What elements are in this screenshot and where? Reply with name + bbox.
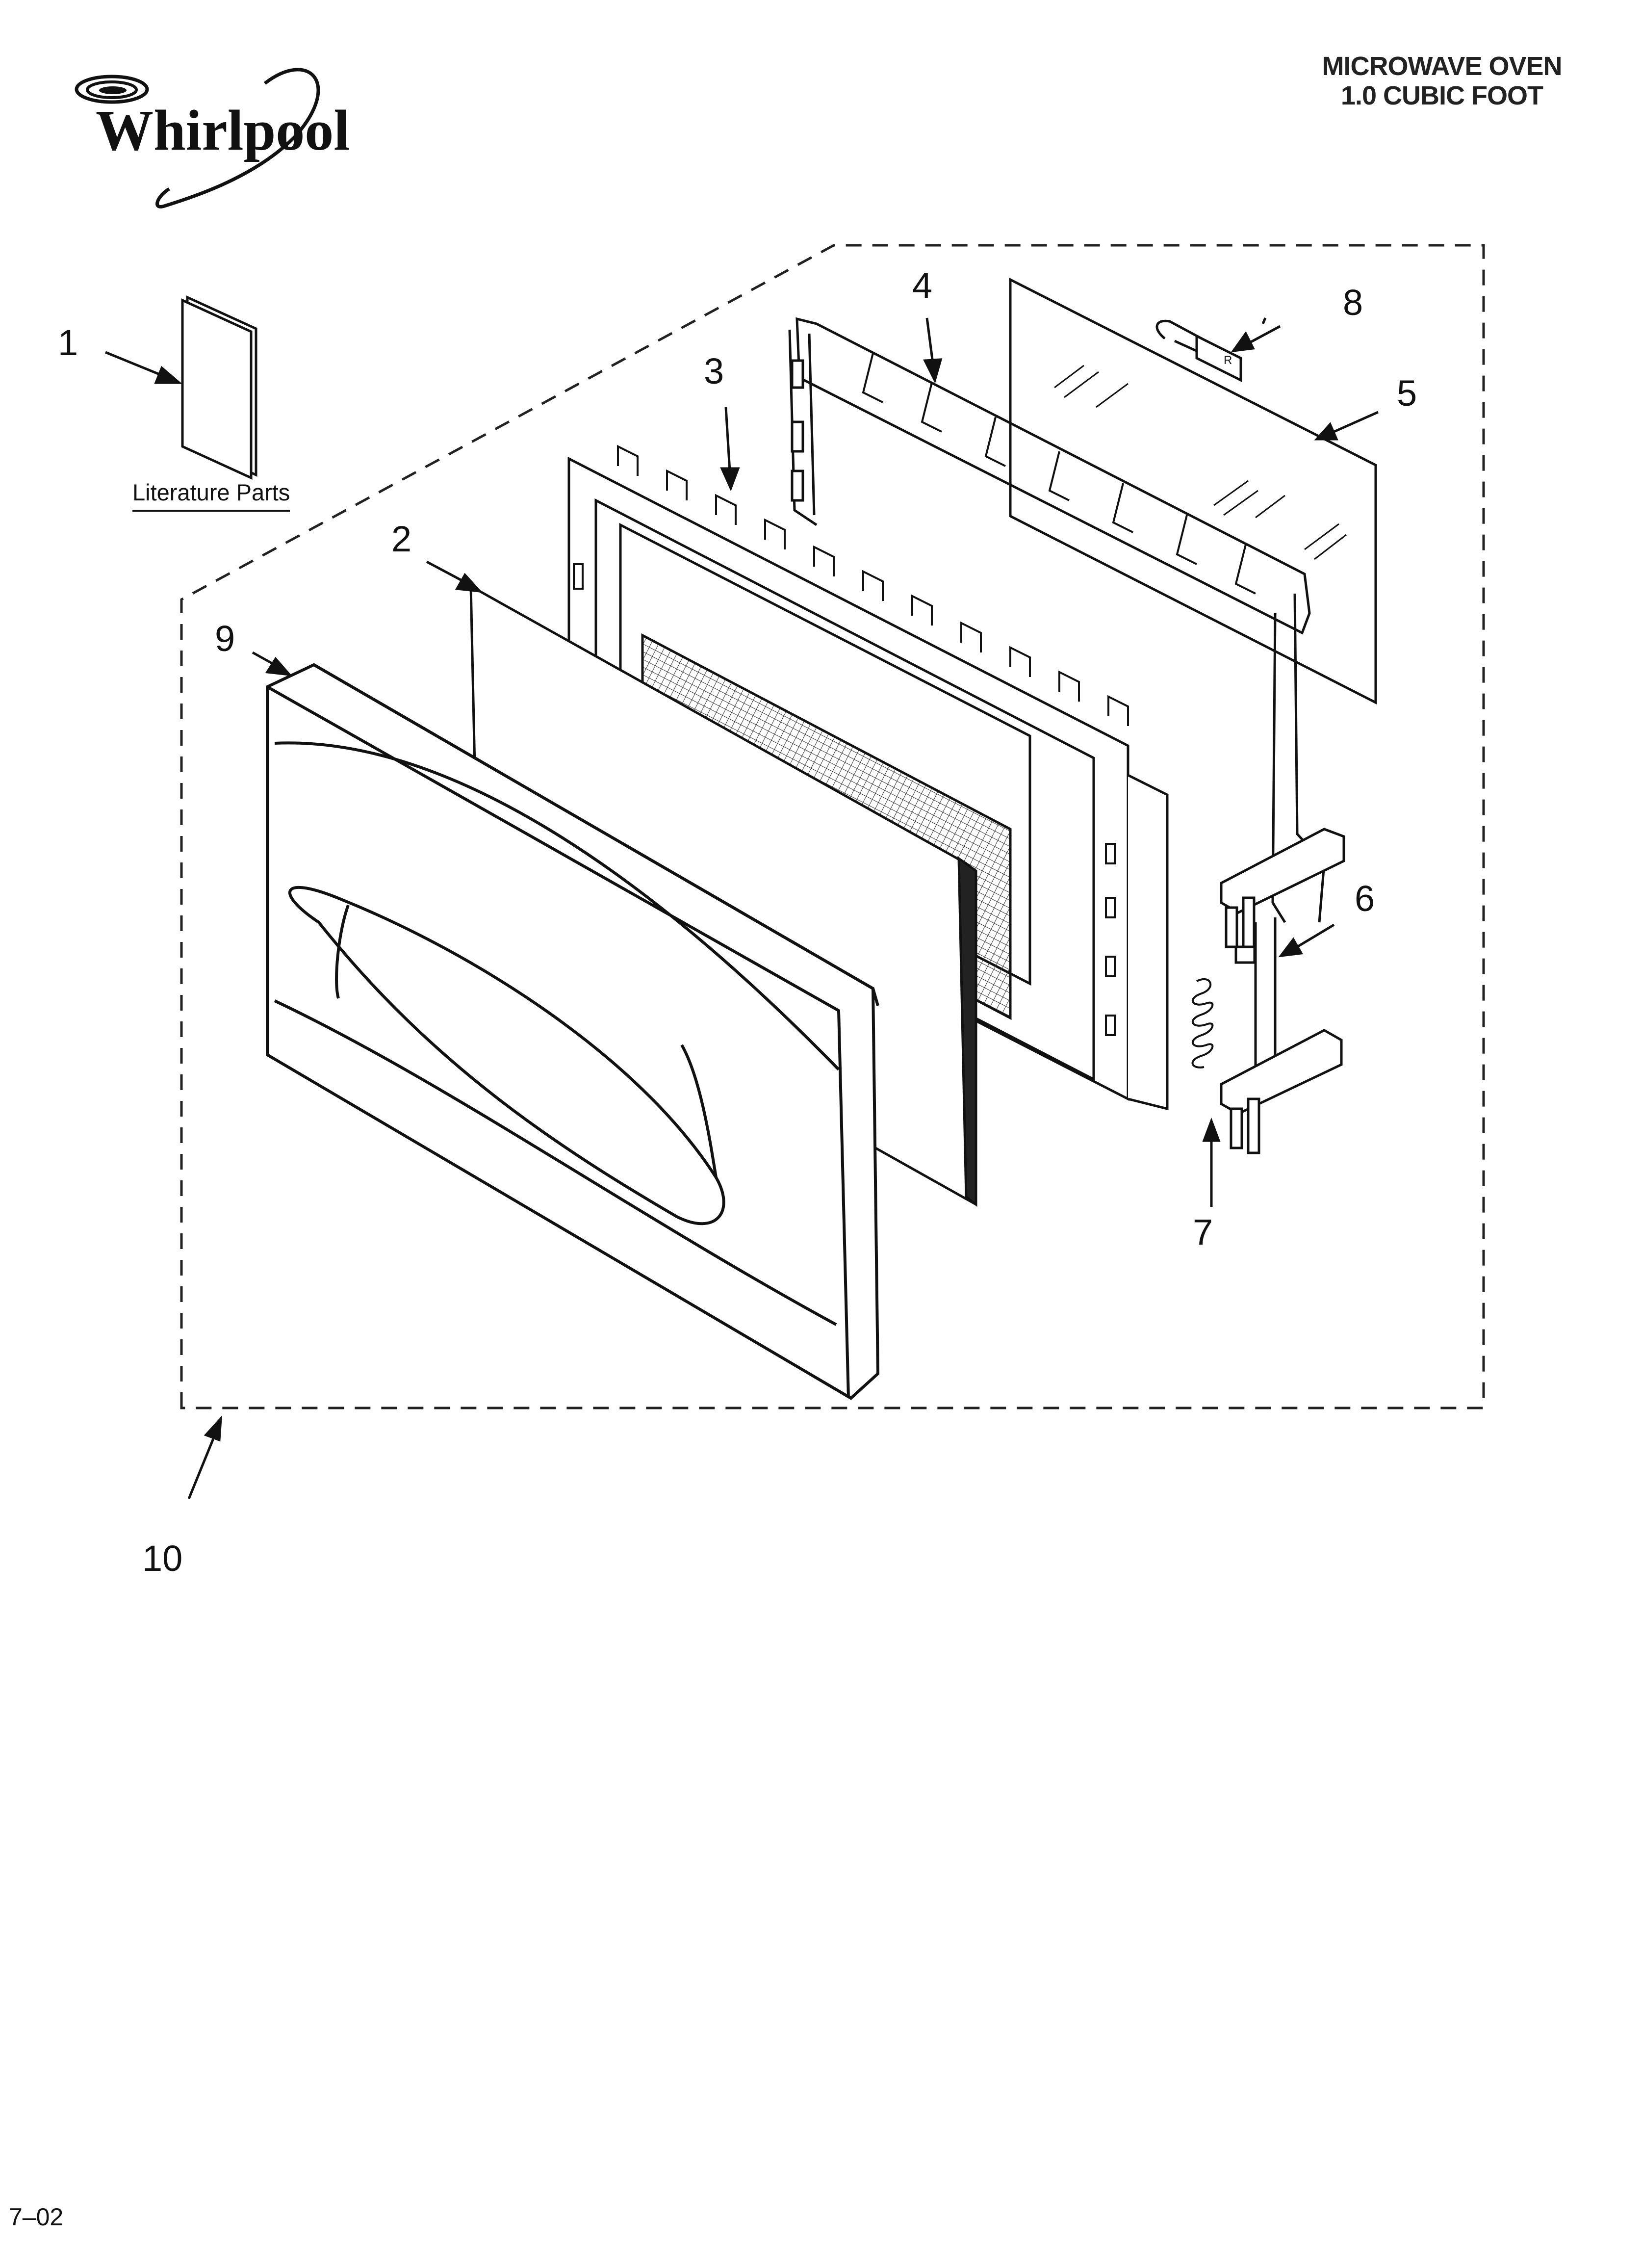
- door-latch: [1220, 828, 1345, 1154]
- latch-spring: [1191, 978, 1214, 1069]
- model-title-line2: 1.0 CUBIC FOOT: [1340, 81, 1543, 110]
- door-glass-panel: [1009, 277, 1377, 705]
- callout-9: 9: [215, 618, 235, 659]
- callout-4: 4: [912, 265, 933, 306]
- model-title-line1: MICROWAVE OVEN: [1322, 52, 1562, 81]
- revision-code: 7–02: [9, 2203, 64, 2231]
- callout-leaders: [105, 317, 1379, 1499]
- literature-booklet: [181, 295, 257, 480]
- callout-2: 2: [391, 519, 412, 559]
- callout-10: 10: [142, 1538, 183, 1579]
- glass-retainer-clip: R: [1155, 319, 1242, 383]
- svg-text:R: R: [1224, 354, 1232, 367]
- callout-3: 3: [704, 351, 724, 391]
- door-choke-frame: [788, 317, 1326, 923]
- callout-1: 1: [58, 322, 78, 363]
- literature-parts-label: Literature Parts: [132, 479, 290, 512]
- callout-8: 8: [1343, 282, 1363, 323]
- callout-5: 5: [1397, 373, 1417, 414]
- callout-6: 6: [1355, 878, 1375, 919]
- whirlpool-logo: Whirlpool: [75, 68, 350, 209]
- door-front-panel: [266, 663, 880, 1400]
- whirlpool-wordmark: Whirlpool: [96, 98, 350, 162]
- callout-7: 7: [1193, 1212, 1213, 1252]
- assembly-boundary: [180, 244, 1485, 1409]
- model-description: MICROWAVE OVEN 1.0 CUBIC FOOT: [1256, 52, 1628, 110]
